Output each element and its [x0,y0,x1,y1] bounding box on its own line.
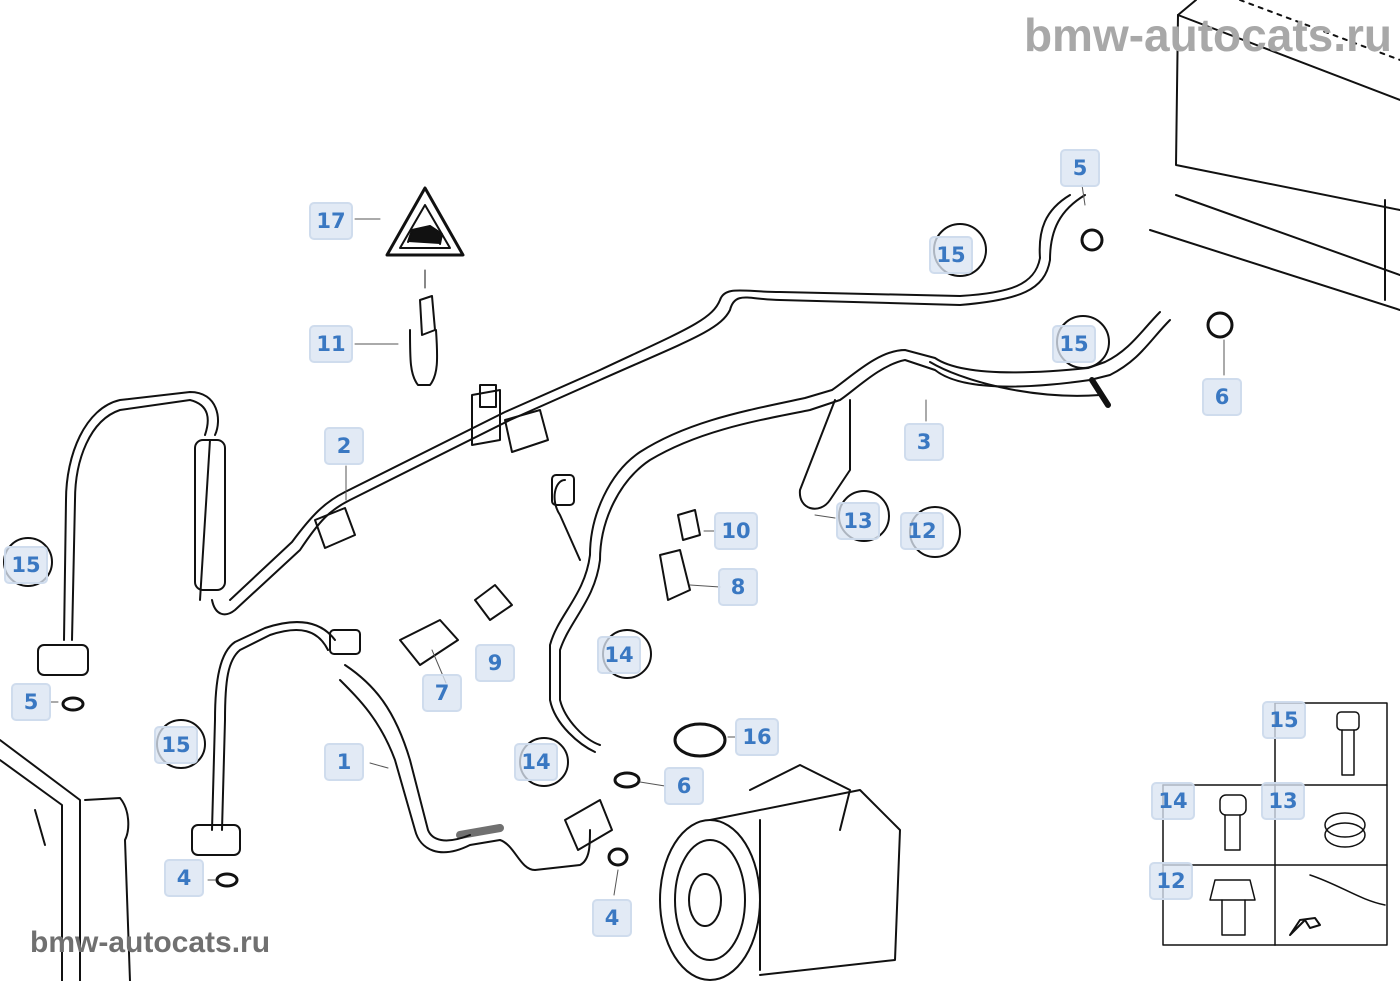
callout-3[interactable]: 3 [904,423,944,461]
callout-15[interactable]: 15 [154,726,198,764]
callout-15[interactable]: 15 [1052,325,1096,363]
pressure-switch-11 [409,269,439,386]
legend-callout-15[interactable]: 15 [1262,701,1306,739]
callout-15[interactable]: 15 [4,546,48,584]
watermark-bottom: bmw-autocats.ru [30,926,271,959]
callout-13[interactable]: 13 [836,502,880,540]
small-parts-legend-box [1162,702,1388,946]
o-rings [61,228,1234,888]
ac-line-2 [37,194,1086,676]
callout-14[interactable]: 14 [597,636,641,674]
valve-fittings [399,509,701,666]
callout-12[interactable]: 12 [900,512,944,550]
radiator-illustration [0,739,131,981]
watermark-top: bmw-autocats.ru [1023,9,1392,61]
condenser-illustration [1149,0,1400,311]
callout-10[interactable]: 10 [714,512,758,550]
ac-line-3 [549,311,1171,753]
legend-callout-13[interactable]: 13 [1261,782,1305,820]
callout-7[interactable]: 7 [422,674,462,712]
callout-11[interactable]: 11 [309,325,353,363]
callout-6[interactable]: 6 [1202,378,1242,416]
callout-9[interactable]: 9 [475,644,515,682]
legend-callout-12[interactable]: 12 [1149,862,1193,900]
compressor-illustration [659,764,901,981]
callout-6[interactable]: 6 [664,767,704,805]
callout-4[interactable]: 4 [164,859,204,897]
callout-5[interactable]: 5 [1060,149,1100,187]
legend-callout-14[interactable]: 14 [1151,782,1195,820]
callout-4[interactable]: 4 [592,899,632,937]
ac-line-1 [191,621,613,871]
callout-14[interactable]: 14 [514,743,558,781]
callout-16[interactable]: 16 [735,718,779,756]
leader-lines [49,184,1225,896]
callout-2[interactable]: 2 [324,427,364,465]
callout-1[interactable]: 1 [324,743,364,781]
callout-15[interactable]: 15 [929,236,973,274]
warning-label-icon [385,186,465,257]
callout-17[interactable]: 17 [309,202,353,240]
callout-8[interactable]: 8 [718,568,758,606]
callout-5[interactable]: 5 [11,683,51,721]
